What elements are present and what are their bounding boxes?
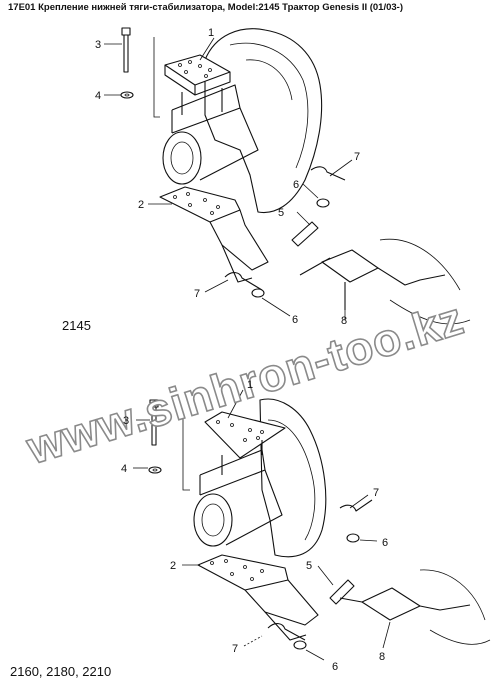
callout-7-upper: 7 bbox=[373, 487, 379, 499]
callout-3: 3 bbox=[95, 39, 101, 51]
callout-5: 5 bbox=[278, 207, 284, 219]
callout-2: 2 bbox=[138, 199, 144, 211]
bottom-assembly bbox=[148, 398, 491, 650]
callout-8: 8 bbox=[379, 651, 385, 663]
callout-1: 1 bbox=[247, 379, 253, 391]
callout-7-upper: 7 bbox=[354, 151, 360, 163]
top-assembly bbox=[120, 27, 471, 325]
callout-8: 8 bbox=[341, 315, 347, 327]
top-leader-lines bbox=[104, 37, 353, 320]
callout-6-upper: 6 bbox=[382, 537, 388, 549]
callout-6-lower: 6 bbox=[332, 661, 338, 673]
callout-7-lower: 7 bbox=[194, 288, 200, 300]
callout-4: 4 bbox=[121, 463, 127, 475]
callout-2: 2 bbox=[170, 560, 176, 572]
model-label-bottom: 2160, 2180, 2210 bbox=[10, 664, 111, 679]
washer-4 bbox=[120, 91, 134, 99]
callout-6-lower: 6 bbox=[292, 314, 298, 326]
callout-4: 4 bbox=[95, 90, 101, 102]
bottom-callouts: 3 4 1 2 5 6 7 7 6 8 2160, 2180, 2210 bbox=[10, 379, 388, 679]
pin-5 bbox=[291, 221, 319, 247]
callout-5: 5 bbox=[306, 560, 312, 572]
model-label-top: 2145 bbox=[62, 318, 91, 333]
callout-3: 3 bbox=[123, 415, 129, 427]
callout-6-upper: 6 bbox=[293, 179, 299, 191]
page-title: 17E01 Крепление нижней тяги-стабилизатор… bbox=[8, 2, 403, 13]
callout-1: 1 bbox=[208, 27, 214, 39]
bolt-3 bbox=[121, 27, 131, 73]
bottom-leader-lines bbox=[133, 389, 391, 661]
stabilizer-link-8 bbox=[299, 238, 471, 325]
top-callouts: 3 4 1 2 5 6 7 7 6 8 2145 bbox=[62, 27, 360, 333]
callout-7-lower: 7 bbox=[232, 643, 238, 655]
